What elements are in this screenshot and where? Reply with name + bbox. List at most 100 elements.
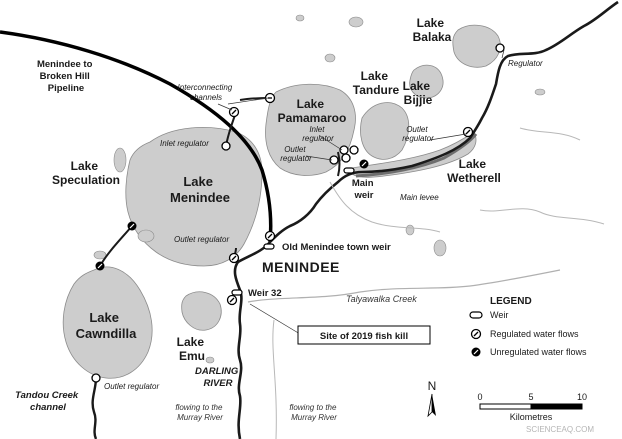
lake-balaka-label: Lake Balaka bbox=[413, 16, 452, 44]
leader-line bbox=[227, 97, 269, 105]
legend-title: LEGEND bbox=[490, 296, 532, 307]
pond bbox=[324, 53, 336, 63]
weir32-label: Weir 32 bbox=[248, 288, 282, 299]
channel-menindee-cawndilla bbox=[99, 225, 133, 267]
legend-unregulated-icon bbox=[471, 347, 481, 357]
pond bbox=[534, 88, 546, 96]
grey-channel bbox=[272, 319, 277, 439]
main-levee-line bbox=[355, 133, 478, 178]
lake-tandure-shape bbox=[360, 102, 410, 160]
grey-channels bbox=[272, 127, 605, 439]
scale-tick-5: 5 bbox=[528, 392, 533, 402]
old-town-weir-label: Old Menindee town weir bbox=[282, 242, 391, 253]
scale-tick-0: 0 bbox=[477, 392, 482, 402]
tandou-creek-label: Tandou Creek channel bbox=[15, 390, 81, 413]
lake-cawndilla-label: Lake Cawndilla bbox=[76, 310, 137, 341]
outlet-regulator-menindee-label: Outlet regulator bbox=[174, 235, 229, 244]
legend-regulated-icon bbox=[470, 328, 482, 340]
regulated-flow-icon bbox=[349, 145, 359, 155]
lake-emu-shape bbox=[181, 291, 222, 331]
north-label: N bbox=[428, 379, 437, 393]
legend: LEGEND Weir Regulated water flows Unregu… bbox=[469, 296, 587, 357]
lake-bijjie-label: Lake Bijjie bbox=[403, 79, 434, 107]
outlet-regulator-cawndilla-label: Outlet regulator bbox=[104, 382, 159, 391]
flowing-left-label: flowing to the Murray River bbox=[175, 403, 224, 422]
main-weir-label: Main weir bbox=[352, 178, 376, 201]
leader-line bbox=[429, 133, 467, 141]
leader-line bbox=[305, 155, 333, 161]
town-label: MENINDEE bbox=[262, 259, 340, 275]
unregulated-flow-icon bbox=[359, 159, 369, 169]
channel-pamamaroo-river bbox=[337, 151, 341, 177]
regulated-flow-icon bbox=[341, 153, 351, 163]
pond bbox=[137, 229, 155, 243]
pond bbox=[205, 356, 215, 364]
legend-unregulated-label: Unregulated water flows bbox=[490, 347, 587, 357]
regulator-top-label: Regulator bbox=[508, 59, 543, 68]
weir-icon bbox=[231, 289, 243, 296]
regulated-flow-icon bbox=[226, 294, 238, 306]
pond bbox=[295, 14, 305, 22]
pipeline-label: Menindee to Broken Hill Pipeline bbox=[37, 59, 95, 94]
lake-pamamaroo-label: Lake Pamamaroo bbox=[278, 97, 347, 125]
regulated-flow-icon bbox=[339, 145, 349, 155]
scale-tick-10: 10 bbox=[577, 392, 587, 402]
lake-speculation-label: Lake Speculation bbox=[52, 159, 120, 187]
regulated-flow-icon bbox=[264, 92, 276, 104]
lake-emu-label: Lake Emu bbox=[177, 335, 208, 363]
leader-lines bbox=[217, 49, 505, 335]
watermark: SCIENCEAQ.COM bbox=[526, 425, 594, 434]
tandou-creek-channel bbox=[91, 377, 98, 439]
grey-channel bbox=[519, 127, 581, 141]
lake-cawndilla-shape bbox=[62, 266, 153, 379]
north-arrow: N bbox=[427, 379, 437, 418]
leader-line bbox=[249, 303, 301, 335]
lake-pamamaroo-shape bbox=[265, 83, 356, 176]
lake-menindee-label: Lake Menindee bbox=[170, 174, 230, 205]
leader-line bbox=[319, 135, 343, 151]
talyawalka-creek-label: Talyawalka Creek bbox=[346, 294, 417, 304]
lake-bijjie-shape bbox=[409, 64, 444, 99]
lakes bbox=[62, 24, 501, 379]
grey-channel bbox=[329, 181, 441, 233]
pipeline-line bbox=[0, 30, 273, 243]
regulated-flow-icon bbox=[228, 106, 240, 118]
inlet-regulator-menindee-label: Inlet regulator bbox=[160, 139, 209, 148]
weir-icon bbox=[263, 243, 275, 250]
lake-balaka-shape bbox=[452, 24, 501, 68]
pond bbox=[405, 224, 415, 236]
inlet-regulator-pamamaroo-label: Inlet regulator bbox=[302, 125, 334, 143]
lake-menindee-shape bbox=[125, 127, 263, 267]
legend-weir-icon bbox=[469, 311, 483, 319]
regulated-flow-icon bbox=[228, 252, 240, 264]
pond bbox=[113, 147, 127, 173]
leader-line bbox=[501, 49, 505, 59]
grey-channel bbox=[479, 208, 605, 225]
interconnecting-channels-label: Interconnecting channels bbox=[178, 83, 235, 102]
fish-kill-label: Site of 2019 fish kill bbox=[320, 331, 408, 342]
regulated-flow-icon bbox=[91, 373, 101, 383]
scale-bar: 0 5 10 Kilometres bbox=[477, 392, 587, 422]
regulated-flow-icon bbox=[264, 230, 276, 242]
regulated-flow-icon bbox=[221, 141, 231, 151]
regulated-flow-icon bbox=[462, 126, 474, 138]
talyawalka-creek bbox=[247, 269, 561, 303]
leader-line bbox=[217, 103, 233, 111]
scale-unit: Kilometres bbox=[510, 412, 553, 422]
pond bbox=[348, 16, 364, 28]
outlet-regulator-pamamaroo-label: Outlet regulator bbox=[280, 145, 312, 163]
pond bbox=[433, 239, 447, 257]
lake-wetherell-label: Lake Wetherell bbox=[447, 157, 501, 185]
flowing-right-label: flowing to the Murray River bbox=[289, 403, 338, 422]
darling-river bbox=[233, 0, 619, 439]
legend-weir-label: Weir bbox=[490, 310, 508, 320]
unregulated-flow-icon bbox=[127, 221, 137, 231]
small-lakes bbox=[93, 14, 546, 364]
legend-regulated-label: Regulated water flows bbox=[490, 329, 579, 339]
lake-tandure-label: Lake Tandure bbox=[353, 69, 400, 97]
darling-river-label: DARLING RIVER bbox=[195, 366, 241, 389]
fish-kill-box bbox=[297, 325, 431, 345]
unregulated-flow-icon bbox=[95, 261, 105, 271]
